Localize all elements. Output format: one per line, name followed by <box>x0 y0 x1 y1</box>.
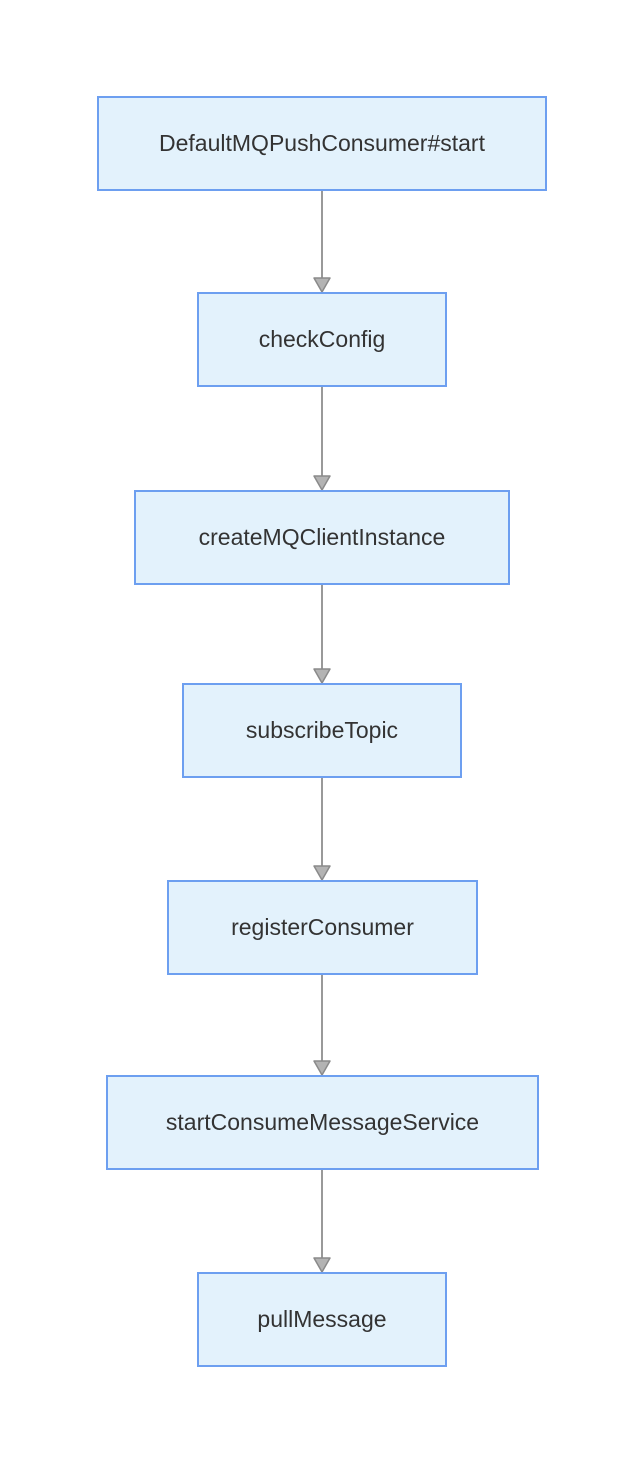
node-startconsumemessageservice: startConsumeMessageService <box>106 1075 539 1170</box>
arrow-start-to-checkconfig <box>313 191 331 293</box>
arrow-createmqclientinstance-to-subscribetopic <box>313 585 331 684</box>
node-defaultmqpushconsumer-start: DefaultMQPushConsumer#start <box>97 96 547 191</box>
arrow-checkconfig-to-createmqclientinstance <box>313 387 331 491</box>
arrow-subscribetopic-to-registerconsumer <box>313 778 331 881</box>
node-checkconfig: checkConfig <box>197 292 447 387</box>
arrow-registerconsumer-to-startconsumemessageservice <box>313 975 331 1076</box>
node-subscribetopic: subscribeTopic <box>182 683 462 778</box>
arrow-startconsumemessageservice-to-pullmessage <box>313 1170 331 1273</box>
node-pullmessage: pullMessage <box>197 1272 447 1367</box>
node-createmqclientinstance: createMQClientInstance <box>134 490 510 585</box>
node-registerconsumer: registerConsumer <box>167 880 478 975</box>
